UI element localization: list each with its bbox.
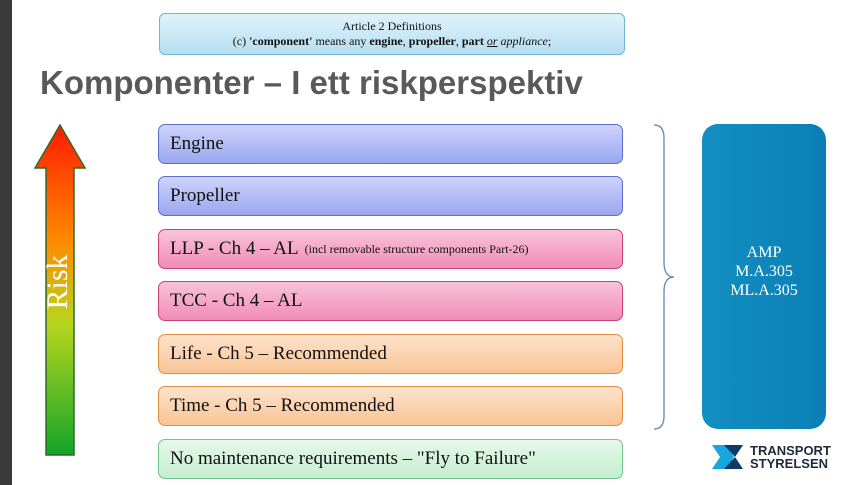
slide: Article 2 Definitions (c) 'component' me…: [12, 0, 850, 485]
item-label: No maintenance requirements – "Fly to Fa…: [170, 448, 536, 469]
item-propeller: Propeller: [158, 176, 623, 216]
definition-text: (c) 'component' means any engine, propel…: [232, 34, 552, 48]
amp-ref-mla305: ML.A.305: [730, 282, 798, 299]
transportstyrelsen-logo: TRANSPORT STYRELSEN: [712, 444, 831, 470]
item-no-maintenance: No maintenance requirements – "Fly to Fa…: [158, 439, 623, 479]
item-llp: LLP - Ch 4 – AL (incl removable structur…: [158, 229, 623, 269]
item-label: Engine: [170, 133, 224, 154]
definition-box: Article 2 Definitions (c) 'component' me…: [159, 13, 625, 55]
right-brace-icon: [653, 124, 675, 430]
amp-box: AMP M.A.305 ML.A.305: [702, 124, 826, 429]
logo-line-2: STYRELSEN: [750, 456, 829, 471]
item-label: Propeller: [170, 185, 240, 206]
item-label: TCC - Ch 4 – AL: [170, 290, 303, 311]
item-note: (incl removable structure components Par…: [304, 241, 529, 256]
item-tcc: TCC - Ch 4 – AL: [158, 281, 623, 321]
item-life: Life - Ch 5 – Recommended: [158, 334, 623, 374]
item-label: Time - Ch 5 – Recommended: [170, 395, 395, 416]
item-engine: Engine: [158, 124, 623, 164]
slide-title: Komponenter – I ett riskperspektiv: [40, 64, 583, 101]
risk-label: Risk: [41, 254, 74, 310]
logo-mark-icon: [712, 445, 743, 469]
item-time: Time - Ch 5 – Recommended: [158, 386, 623, 426]
amp-label: AMP: [746, 244, 782, 261]
item-label: LLP - Ch 4 – AL: [170, 238, 299, 259]
definition-heading: Article 2 Definitions: [342, 19, 442, 33]
risk-arrow-icon: [34, 124, 86, 456]
amp-ref-ma305: M.A.305: [735, 263, 793, 280]
logo-text: TRANSPORT STYRELSEN: [750, 444, 831, 470]
item-label: Life - Ch 5 – Recommended: [170, 343, 387, 364]
logo-line-1: TRANSPORT: [750, 443, 831, 458]
